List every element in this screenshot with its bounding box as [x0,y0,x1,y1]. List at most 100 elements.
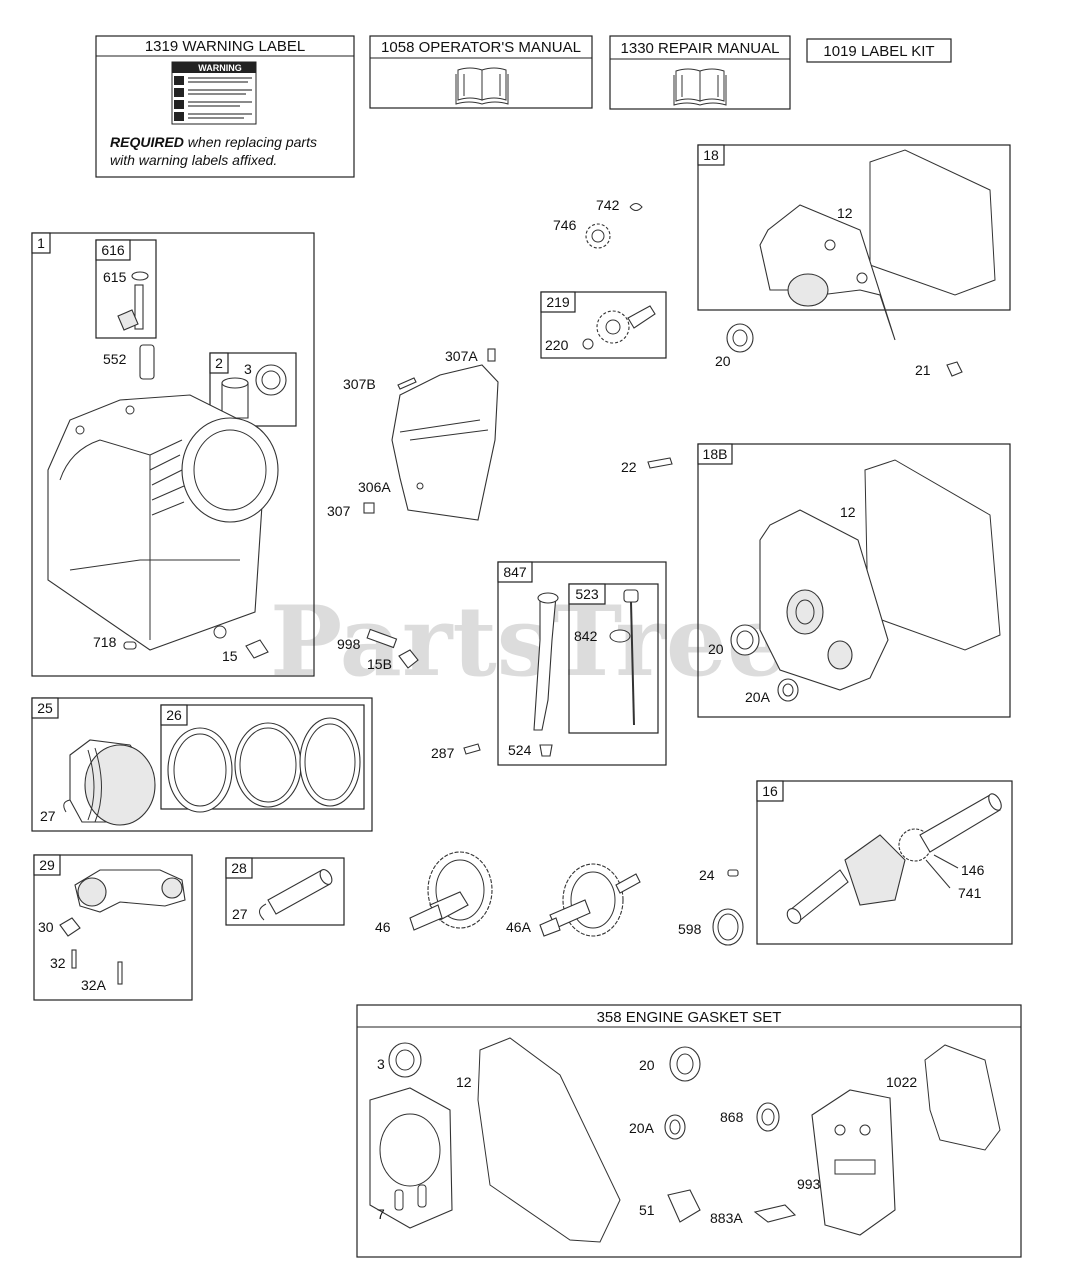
screw-22 [647,457,673,469]
gasket-set-header: 358 ENGINE GASKET SET [597,1009,782,1026]
callout-998: 998 [337,636,361,652]
camshaft-46-part [409,851,493,931]
callout-746: 746 [553,217,577,233]
box-tag-18: 18 [703,147,719,163]
callout-741: 741 [958,885,982,901]
governor-gear-part [585,223,611,249]
cylinder-cover-part [391,364,499,521]
piston-pin-box-28: 28 [225,857,345,926]
callout-20A: 20A [745,689,771,705]
piston-box-25: 25 26 [31,697,373,832]
gasket-callout-3: 3 [377,1056,385,1072]
plug-part [245,639,269,659]
callout-20-a: 20 [715,353,731,369]
dipstick-box-847: 847 523 [497,561,667,766]
callout-15B: 15B [367,656,392,672]
svg-text:WARNING: WARNING [198,63,242,73]
stud-998 [366,628,398,649]
callout-220: 220 [545,337,569,353]
callout-552: 552 [103,351,127,367]
callout-718: 718 [93,634,117,650]
box-tag-25: 25 [37,700,53,716]
callout-146: 146 [961,862,985,878]
operators-manual-box: 1058 OPERATOR'S MANUAL [369,35,593,109]
callout-3: 3 [244,361,252,377]
callout-524: 524 [508,742,532,758]
callout-598: 598 [678,921,702,937]
callout-307B: 307B [343,376,376,392]
screw-307 [363,502,375,514]
callout-24: 24 [699,867,715,883]
block-assembly-box: 1 616 615 2 3 552 [31,232,315,677]
callout-22: 22 [621,459,637,475]
governor-box-219: 219 [540,291,667,359]
crankcase-cover-box-18: 18 [697,144,1011,377]
box-tag-16: 16 [762,783,778,799]
breather-valve-part [117,271,149,331]
callout-842: 842 [574,628,598,644]
box-tag-18B: 18B [703,446,728,462]
book-icon [455,67,509,105]
box-tag-2: 2 [215,355,223,371]
gasket-callout-51: 51 [639,1202,655,1218]
callout-32: 32 [50,955,66,971]
operators-manual-header: 1058 OPERATOR'S MANUAL [381,39,581,56]
callout-46: 46 [375,919,391,935]
gasket-callout-20: 20 [639,1057,655,1073]
gasket-callout-20A: 20A [629,1120,655,1136]
cylinder-block-part [47,394,279,651]
washer-598 [712,908,744,946]
callout-21: 21 [915,362,931,378]
callout-30: 30 [38,919,54,935]
box-tag-26: 26 [166,707,182,723]
crankcase-cover-box-18B: 18B [697,443,1011,718]
key-24 [727,869,739,877]
screw-287 [463,743,481,755]
engine-gasket-set-box: 358 ENGINE GASKET SET [356,1004,1022,1258]
label-kit-box: 1019 LABEL KIT [806,38,952,63]
callout-20-b: 20 [708,641,724,657]
warning-sticker-image: WARNING [171,61,257,125]
warning-note-line2: with warning labels affixed. [110,152,277,168]
oil-fill-tube-part [139,344,155,380]
callout-15: 15 [222,648,238,664]
label-kit-header: 1019 LABEL KIT [823,43,934,60]
callout-615: 615 [103,269,127,285]
callout-12-a: 12 [837,205,853,221]
gasket-callout-993: 993 [797,1176,821,1192]
repair-manual-box: 1330 REPAIR MANUAL [609,35,791,110]
box-tag-29: 29 [39,857,55,873]
callout-287: 287 [431,745,455,761]
gasket-callout-883A: 883A [710,1210,743,1226]
crankshaft-box-16: 16 [756,780,1013,945]
box-tag-219: 219 [546,294,570,310]
nut-15B [398,649,419,669]
box-tag-616: 616 [101,242,125,258]
callout-32A: 32A [81,977,107,993]
gasket-callout-7: 7 [377,1206,385,1222]
callout-27-a: 27 [40,808,56,824]
box-tag-1: 1 [37,235,45,251]
callout-27-b: 27 [232,906,248,922]
callout-46A: 46A [506,919,532,935]
retainer-742 [629,203,643,211]
screw-307A [487,348,496,362]
screw-307B [397,377,417,390]
camshaft-46A-part [539,863,641,937]
watermark: PartsTree [270,585,788,698]
warning-note-line1: REQUIRED when replacing parts [110,134,317,150]
dowel-pin-part [123,641,137,650]
box-tag-28: 28 [231,860,247,876]
warning-label-header: 1319 WARNING LABEL [145,38,305,55]
gasket-callout-1022: 1022 [886,1074,917,1090]
repair-manual-header: 1330 REPAIR MANUAL [621,40,780,57]
box-tag-847: 847 [503,564,527,580]
box-tag-523: 523 [575,586,599,602]
callout-306A: 306A [358,479,391,495]
connecting-rod-box-29: 29 [33,854,193,1001]
callout-307A: 307A [445,348,478,364]
callout-307: 307 [327,503,351,519]
book-icon [673,68,727,106]
warning-label-box: 1319 WARNING LABEL WARNING REQUIRED when… [95,35,355,178]
